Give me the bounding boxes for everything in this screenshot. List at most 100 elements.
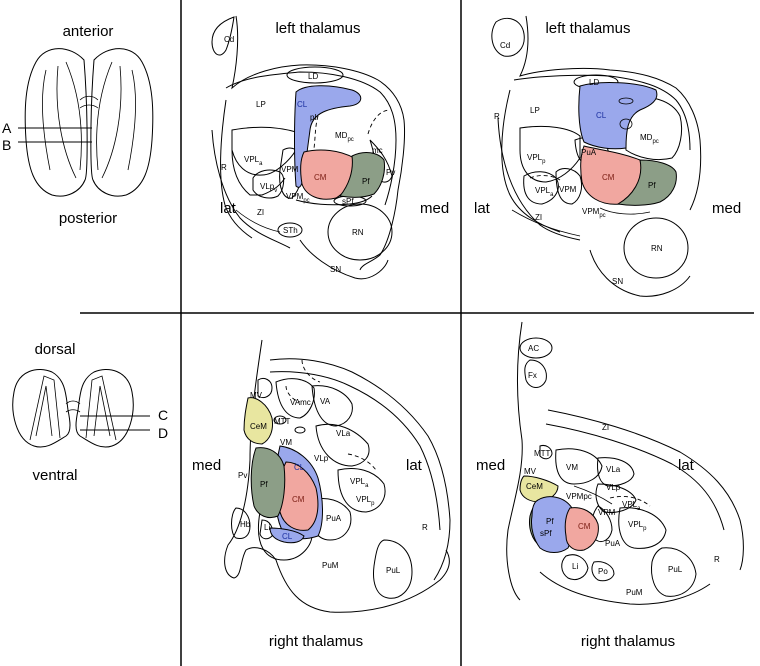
label-STh: STh — [283, 226, 298, 235]
panel-b-med-label: med — [712, 200, 741, 217]
panel-dividers — [80, 0, 754, 666]
label-VPMpc-b: VPMpc — [582, 207, 606, 219]
dorsal-label: dorsal — [35, 341, 76, 358]
label-Pf: Pf — [362, 177, 370, 186]
label-VPLa-b: VPLa — [535, 186, 554, 198]
label-R: R — [221, 163, 227, 172]
label-SN: SN — [330, 265, 341, 274]
panel-a-med-label: med — [420, 200, 449, 217]
panel-c-region-CeM — [243, 397, 273, 445]
panel-d-title: right thalamus — [581, 633, 675, 650]
label-Pf-d: Pf — [546, 517, 554, 526]
label-SN-b: SN — [612, 277, 623, 286]
label-MV-d: MV — [524, 467, 537, 476]
label-Cd-b: Cd — [500, 41, 510, 50]
panel-b-labels: Cd LD LP CL MDpc R PuA VPLp VPLa VPM CM … — [494, 41, 663, 286]
label-mc: mc — [372, 146, 383, 155]
label-LP-b: LP — [530, 106, 540, 115]
panel-d-med-label: med — [476, 457, 505, 474]
panel-d-region-CM — [564, 507, 599, 551]
panel-a-lat-label: lat — [220, 200, 237, 217]
label-VPM: VPM — [281, 165, 299, 174]
label-VM-c: VM — [280, 438, 292, 447]
label-VPMpc: VPMpc — [286, 192, 310, 204]
panel-d-region-CL — [531, 496, 575, 553]
label-VPM-d: VPM — [598, 508, 616, 517]
label-LD: LD — [308, 72, 318, 81]
panel-c-lat-label: lat — [406, 457, 423, 474]
label-RN: RN — [352, 228, 364, 237]
label-VLa-c: VLa — [336, 429, 351, 438]
label-VA-c: VA — [320, 397, 331, 406]
panel-d-lat-label: lat — [678, 457, 695, 474]
panel-c-region-CL-lower — [269, 527, 305, 544]
label-Hb-c: Hb — [240, 520, 251, 529]
label-CL: CL — [297, 100, 308, 109]
label-sPf: sPf — [342, 197, 354, 206]
section-label-a: A — [2, 120, 12, 136]
label-CeM-d: CeM — [526, 482, 543, 491]
panel-b-region-Pf — [616, 159, 677, 206]
panel-c-med-label: med — [192, 457, 221, 474]
section-label-c: C — [158, 407, 168, 423]
label-CM: CM — [314, 173, 327, 182]
panel-c-labels: MV VAmc VA MTT CeM VM VLa VLp Pv Pf CL C… — [238, 391, 428, 575]
label-VM-d: VM — [566, 463, 578, 472]
panel-b-lat-label: lat — [474, 200, 491, 217]
section-label-b: B — [2, 137, 11, 153]
panel-b-cl-inner-circle — [619, 118, 633, 130]
label-MTT-c: MTT — [274, 417, 291, 426]
label-Pv-c: Pv — [238, 471, 247, 480]
label-R-d: R — [714, 555, 720, 564]
panel-c-title: right thalamus — [269, 633, 363, 650]
label-MTT-d: MTT — [534, 449, 551, 458]
label-VLpv: VLpv — [260, 182, 277, 194]
label-VPLp-b: VPLp — [527, 153, 546, 165]
label-VPLp-d: VPLp — [628, 520, 647, 532]
label-VPLp-c: VPLp — [356, 495, 375, 507]
label-Li-d: Li — [572, 562, 578, 571]
posterior-label: posterior — [59, 210, 117, 227]
label-CL-lower-c: CL — [282, 532, 293, 541]
panel-a-region-CL — [294, 85, 362, 188]
panel-b-cl-inner-ellipse — [618, 97, 634, 105]
label-PuA-b: PuA — [581, 148, 597, 157]
label-PuM-c: PuM — [322, 561, 339, 570]
panel-b-region-CL — [578, 82, 658, 150]
label-PuL-c: PuL — [386, 566, 401, 575]
label-ZI-b: ZI — [535, 213, 542, 222]
label-VPMpc-d: VPMpc — [566, 492, 592, 501]
label-PuA-d: PuA — [605, 539, 621, 548]
panel-right-thalamus-d: right thalamus med lat AC — [476, 321, 744, 650]
panel-a-title: left thalamus — [275, 20, 360, 37]
label-CM-d: CM — [578, 522, 591, 531]
label-MDpc-b: MDpc — [640, 133, 659, 145]
label-VLa-d: VLa — [606, 465, 621, 474]
label-Li-c: Li — [264, 523, 270, 532]
label-VPLa: VPLa — [244, 155, 263, 167]
label-Pf-b: Pf — [648, 181, 656, 190]
label-R-c: R — [422, 523, 428, 532]
label-Cd: Cd — [224, 35, 234, 44]
anterior-label: anterior — [63, 23, 114, 40]
brain-outline-top-view — [24, 48, 154, 197]
label-MV-c: MV — [250, 391, 263, 400]
label-PuM-d: PuM — [626, 588, 643, 597]
orientation-panel-horizontal: anterior posterior A B — [2, 23, 154, 227]
panel-b-title: left thalamus — [545, 20, 630, 37]
label-Fx-d: Fx — [528, 371, 537, 380]
label-RN-b: RN — [651, 244, 663, 253]
label-MDpc: MDpc — [335, 131, 354, 143]
label-Pv: Pv — [386, 168, 395, 177]
label-CM-c: CM — [292, 495, 305, 504]
label-sPf-d: sPf — [540, 529, 552, 538]
section-label-d: D — [158, 425, 168, 441]
panel-c-region-Pf — [250, 447, 286, 519]
label-ZI-d: ZI — [602, 423, 609, 432]
panel-d-labels: AC Fx ZI MTT VM VLa MV CeM VLp VPMpc VPL… — [524, 344, 720, 597]
label-CL-c: CL — [294, 463, 305, 472]
label-VPM-b: VPM — [559, 185, 577, 194]
label-LP: LP — [256, 100, 266, 109]
panel-a-region-Pf — [339, 152, 385, 198]
brain-outline-coronal — [12, 369, 134, 448]
